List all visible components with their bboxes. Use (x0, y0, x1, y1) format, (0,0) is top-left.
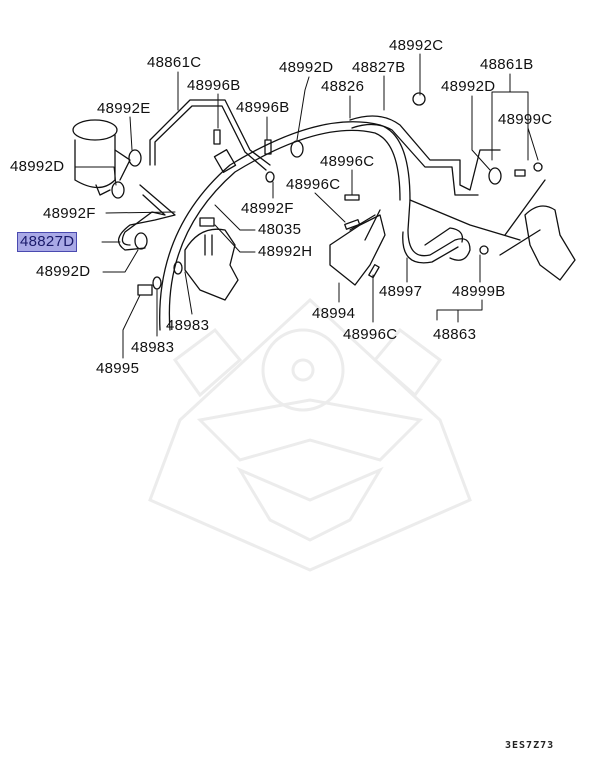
part-label-48826[interactable]: 48826 (321, 78, 365, 95)
part-label-48996B[interactable]: 48996B (187, 77, 241, 94)
part-label-48996C[interactable]: 48996C (343, 326, 398, 343)
part-label-48035[interactable]: 48035 (258, 221, 302, 238)
part-label-48992H[interactable]: 48992H (258, 243, 313, 260)
pipe-48863 (402, 199, 521, 264)
leader-lines (74, 53, 539, 359)
suction-hose-48827D (118, 184, 176, 251)
power-steering-pump-icon (184, 217, 239, 301)
part-label-48999C[interactable]: 48999C (498, 111, 553, 128)
hose-clamp-icon (111, 92, 502, 250)
part-label-48996B[interactable]: 48996B (236, 99, 290, 116)
part-label-48983[interactable]: 48983 (131, 339, 175, 356)
bolt-icon (137, 129, 526, 296)
part-label-48992C[interactable]: 48992C (389, 37, 444, 54)
part-label-48827D-highlighted[interactable]: 48827D (17, 232, 78, 252)
part-label-48997[interactable]: 48997 (379, 283, 423, 300)
pressure-hose-48826 (159, 121, 411, 331)
part-label-48861B[interactable]: 48861B (480, 56, 534, 73)
engine-outline-icon (499, 179, 576, 281)
part-label-48994[interactable]: 48994 (312, 305, 356, 322)
figure-code: 3ES7Z73 (505, 740, 555, 751)
part-label-48992D[interactable]: 48992D (10, 158, 65, 175)
part-label-48999B[interactable]: 48999B (452, 283, 506, 300)
part-label-48996C[interactable]: 48996C (320, 153, 375, 170)
washer-icon (152, 162, 543, 290)
part-label-48995[interactable]: 48995 (96, 360, 140, 377)
part-label-48983[interactable]: 48983 (166, 317, 210, 334)
bracket-48994 (329, 209, 386, 286)
hose-48827B (349, 115, 501, 196)
watermark-logo-icon (148, 297, 472, 572)
part-label-48992F[interactable]: 48992F (43, 205, 96, 222)
part-label-48992E[interactable]: 48992E (97, 100, 151, 117)
part-label-48861C[interactable]: 48861C (147, 54, 202, 71)
part-label-48992D[interactable]: 48992D (279, 59, 334, 76)
part-label-48996C[interactable]: 48996C (286, 176, 341, 193)
part-label-48863[interactable]: 48863 (433, 326, 477, 343)
part-label-48827B[interactable]: 48827B (352, 59, 406, 76)
part-label-48992D[interactable]: 48992D (441, 78, 496, 95)
part-label-48992D[interactable]: 48992D (36, 263, 91, 280)
part-label-48992F[interactable]: 48992F (241, 200, 294, 217)
